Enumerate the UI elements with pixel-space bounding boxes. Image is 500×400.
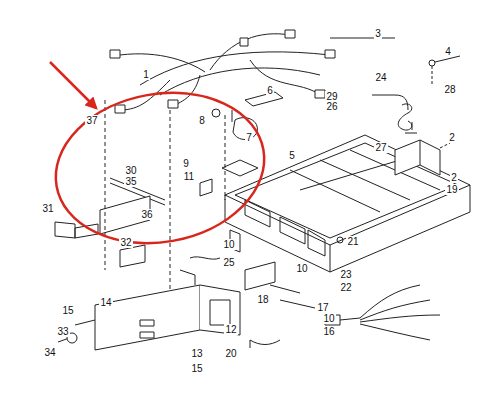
bracket-12: [200, 285, 240, 335]
power-cord: [372, 95, 417, 133]
callout-number: 5: [288, 150, 296, 161]
highlight-arrow: [50, 62, 96, 108]
callout-number: 1: [142, 69, 150, 80]
callout-number: 19: [445, 184, 458, 195]
callout-number: 15: [190, 363, 203, 374]
chassis-screw: [337, 237, 343, 243]
callout-number: 30: [124, 165, 137, 176]
callout-number: 33: [56, 326, 69, 337]
callout-number: 10: [222, 239, 235, 250]
chassis-top: [225, 135, 470, 245]
callout-number: 7: [245, 132, 253, 143]
callout-number: 15: [61, 305, 74, 316]
callout-number: 14: [99, 297, 112, 308]
callout-number: 22: [339, 282, 352, 293]
callout-number: 11: [183, 171, 195, 182]
assembly-line: [440, 143, 450, 148]
fastener-8: [212, 109, 220, 117]
callout-number: 36: [140, 209, 153, 220]
callout-number: 8: [198, 115, 206, 126]
wire-20: [250, 340, 280, 348]
callout-number: 10: [322, 313, 335, 324]
callout-number: 3: [374, 28, 382, 39]
panel-cutouts: [140, 300, 230, 338]
callout-number: 20: [224, 348, 237, 359]
harness-wires: [340, 285, 440, 340]
bracket: [395, 140, 440, 175]
assembly-line: [105, 100, 225, 290]
pad-9: [222, 160, 258, 176]
clip-18: [270, 285, 315, 308]
callout-number: 6: [266, 85, 274, 96]
assembly-line: [432, 66, 433, 85]
callout-number: 35: [124, 176, 137, 187]
callout-number: 4: [444, 46, 452, 57]
screw: [330, 38, 460, 62]
callout-number: 2: [448, 132, 456, 143]
callout-number: 24: [374, 72, 387, 83]
switch-32: [120, 245, 145, 267]
clip: [429, 60, 435, 66]
callout-number: 10: [295, 263, 308, 274]
callout-number: 13: [190, 348, 203, 359]
drawing-lines: [55, 30, 470, 350]
callout-number: 25: [222, 257, 235, 268]
harness-connectors: [110, 30, 335, 113]
callout-number: 16: [322, 326, 335, 337]
callout-number: 26: [325, 101, 338, 112]
callout-number: 2: [450, 172, 458, 183]
callout-number: 17: [316, 302, 329, 313]
highlight-ellipse: [44, 77, 277, 259]
callout-number: 32: [119, 237, 132, 248]
callout-number: 27: [374, 142, 387, 153]
clip-11: [200, 179, 212, 196]
callout-number: 12: [224, 324, 237, 335]
callout-number: 21: [346, 236, 359, 247]
chassis-openings: [245, 200, 325, 256]
callout-number: 23: [339, 269, 352, 280]
callout-number: 34: [43, 347, 56, 358]
callout-number: 37: [85, 115, 98, 126]
panel-14: [95, 285, 200, 350]
bracket-6: [245, 92, 283, 106]
callout-number: 28: [443, 84, 456, 95]
callout-number: 9: [182, 158, 190, 169]
callout-number: 31: [41, 203, 54, 214]
wire-harness: [120, 34, 330, 110]
callout-number: 18: [256, 294, 269, 305]
wire-25: [180, 270, 195, 285]
